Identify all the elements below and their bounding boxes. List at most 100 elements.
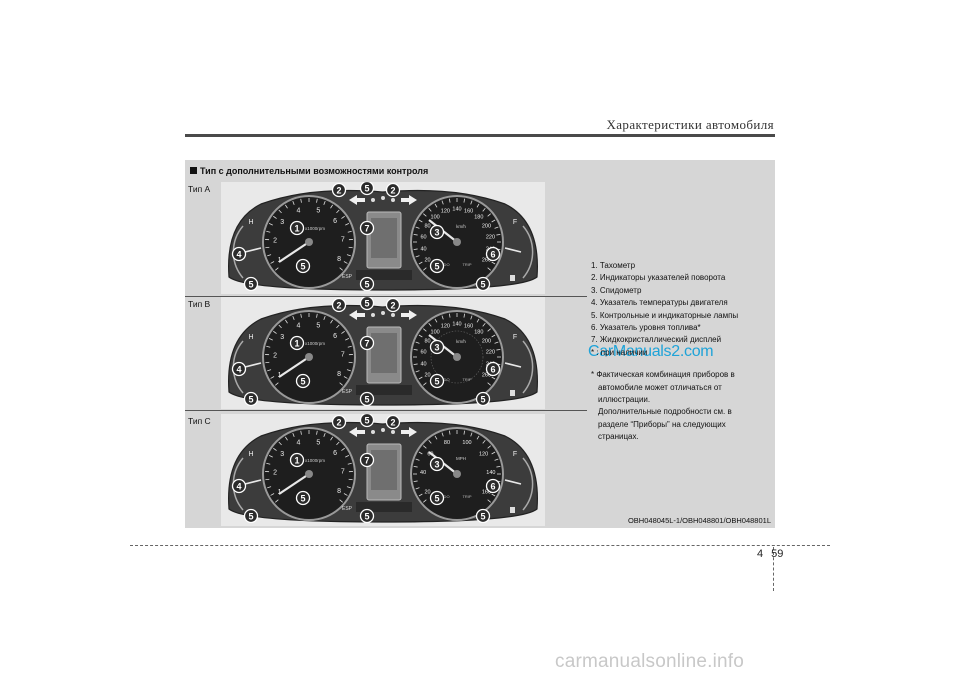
gauge-tick bbox=[316, 430, 318, 435]
gauge-tick bbox=[330, 436, 333, 441]
legend-item: 7. Жидкокристаллический дисплей bbox=[591, 335, 722, 345]
gauge-tick bbox=[496, 233, 501, 236]
callout-number: 5 bbox=[248, 511, 253, 521]
gauge-tick bbox=[336, 324, 340, 329]
rpm-number: 2 bbox=[273, 238, 277, 245]
speed-number: 20 bbox=[424, 490, 430, 496]
callout-badge bbox=[359, 297, 375, 311]
temperature-hot-mark: H bbox=[248, 219, 253, 226]
gauge-tick bbox=[487, 499, 491, 503]
gauge-tick bbox=[463, 430, 466, 435]
callout-badge bbox=[243, 391, 259, 407]
callout-number: 5 bbox=[434, 261, 439, 271]
callout-number: 2 bbox=[390, 185, 395, 195]
rpm-number: 5 bbox=[316, 207, 320, 214]
gauge-tick bbox=[292, 315, 295, 320]
gauge-tick bbox=[413, 233, 418, 236]
speed-number: 220 bbox=[486, 350, 495, 356]
fuel-gauge-arc bbox=[522, 340, 534, 394]
fuel-full-mark: F bbox=[513, 219, 517, 226]
page-number-value: 59 bbox=[771, 548, 784, 560]
lcd-screen bbox=[371, 450, 397, 490]
gauge-tick bbox=[345, 223, 350, 226]
gauge-tick bbox=[476, 203, 480, 208]
gauge-tick bbox=[348, 361, 353, 364]
indicator-lamp bbox=[391, 430, 395, 434]
legend-item: 5. Контрольные и индикаторные лампы bbox=[591, 310, 739, 320]
indicator-lamp bbox=[381, 428, 385, 432]
gauge-tick bbox=[418, 493, 423, 497]
gauge-tick bbox=[341, 330, 345, 334]
speed-unit-label: MPH bbox=[456, 456, 466, 461]
indicator-lamp bbox=[381, 196, 385, 200]
rpm-number: 7 bbox=[341, 351, 345, 358]
gauge-tick bbox=[265, 361, 270, 364]
needle-hub bbox=[305, 353, 313, 361]
callout-number: 2 bbox=[336, 417, 341, 427]
callout-number: 6 bbox=[490, 481, 495, 491]
gauge-tick bbox=[470, 432, 473, 437]
speed-number: 80 bbox=[424, 339, 430, 345]
gauge-tick bbox=[316, 313, 318, 318]
gauge-tick bbox=[491, 261, 496, 265]
warning-lamp-strip bbox=[356, 270, 412, 280]
gauge-tick bbox=[415, 255, 420, 258]
gauge-tick bbox=[496, 348, 501, 351]
gauge-tick bbox=[491, 334, 496, 338]
gauge-tick bbox=[323, 315, 326, 320]
callout-badge bbox=[359, 391, 375, 407]
fuel-pump-icon bbox=[510, 507, 515, 513]
callout-badge bbox=[359, 182, 375, 196]
legend-item: * : при наличии bbox=[591, 347, 648, 357]
left-turn-arrow-icon bbox=[349, 427, 365, 437]
callout-number: 2 bbox=[336, 300, 341, 310]
callout-badge bbox=[289, 220, 305, 236]
rpm-number: 5 bbox=[316, 322, 320, 329]
esp-indicator: ESP bbox=[342, 274, 353, 280]
gauge-tick bbox=[491, 219, 496, 223]
speed-number: 140 bbox=[486, 470, 495, 476]
left-turn-arrow-icon bbox=[349, 310, 365, 320]
speed-unit-label: km/h bbox=[456, 339, 466, 344]
gauge-tick bbox=[413, 248, 418, 251]
gauge-tick bbox=[463, 198, 466, 203]
callout-badge bbox=[475, 391, 491, 407]
speed-number: 140 bbox=[452, 207, 461, 213]
gauge-tick bbox=[348, 478, 353, 481]
trip-label: TRIP bbox=[462, 494, 471, 499]
gauge-tick bbox=[418, 219, 423, 223]
speed-number: 100 bbox=[431, 214, 440, 220]
warning-lamp-strip bbox=[356, 385, 412, 395]
figure-reference-code: OBH048045L-1/OBH048801/OBH048801L bbox=[627, 516, 771, 525]
gauge-tick bbox=[273, 447, 277, 451]
gauge-tick bbox=[336, 441, 340, 446]
tachometer-needle bbox=[278, 356, 310, 378]
callout-number: 5 bbox=[248, 394, 253, 404]
rpm-number: 6 bbox=[333, 333, 337, 340]
rpm-number: 4 bbox=[297, 208, 301, 215]
gauge-tick bbox=[343, 376, 348, 379]
type-a-label: Тип A bbox=[188, 184, 211, 194]
gauge-tick bbox=[273, 330, 277, 334]
watermark-text: CarManuals2.com bbox=[588, 343, 714, 360]
callout-badge bbox=[295, 373, 311, 389]
gauge-tick bbox=[441, 315, 444, 320]
callout-number: 5 bbox=[364, 394, 369, 404]
gauge-tick bbox=[413, 480, 418, 483]
callout-number: 6 bbox=[490, 364, 495, 374]
gauge-tick bbox=[415, 370, 420, 373]
gauge-tick bbox=[268, 223, 273, 226]
speed-number: 120 bbox=[441, 324, 450, 330]
callout-number: 1 bbox=[294, 338, 299, 348]
gauge-tick bbox=[347, 462, 352, 465]
rpm-number: 7 bbox=[341, 236, 345, 243]
speed-number: 20 bbox=[424, 258, 430, 264]
gauge-tick bbox=[418, 376, 423, 380]
odo-label: ODO bbox=[440, 262, 449, 267]
gauge-tick bbox=[341, 215, 345, 219]
gauge-tick bbox=[476, 318, 480, 323]
callout-number: 1 bbox=[294, 455, 299, 465]
needle-hub bbox=[453, 353, 461, 361]
callout-badge bbox=[429, 373, 445, 389]
